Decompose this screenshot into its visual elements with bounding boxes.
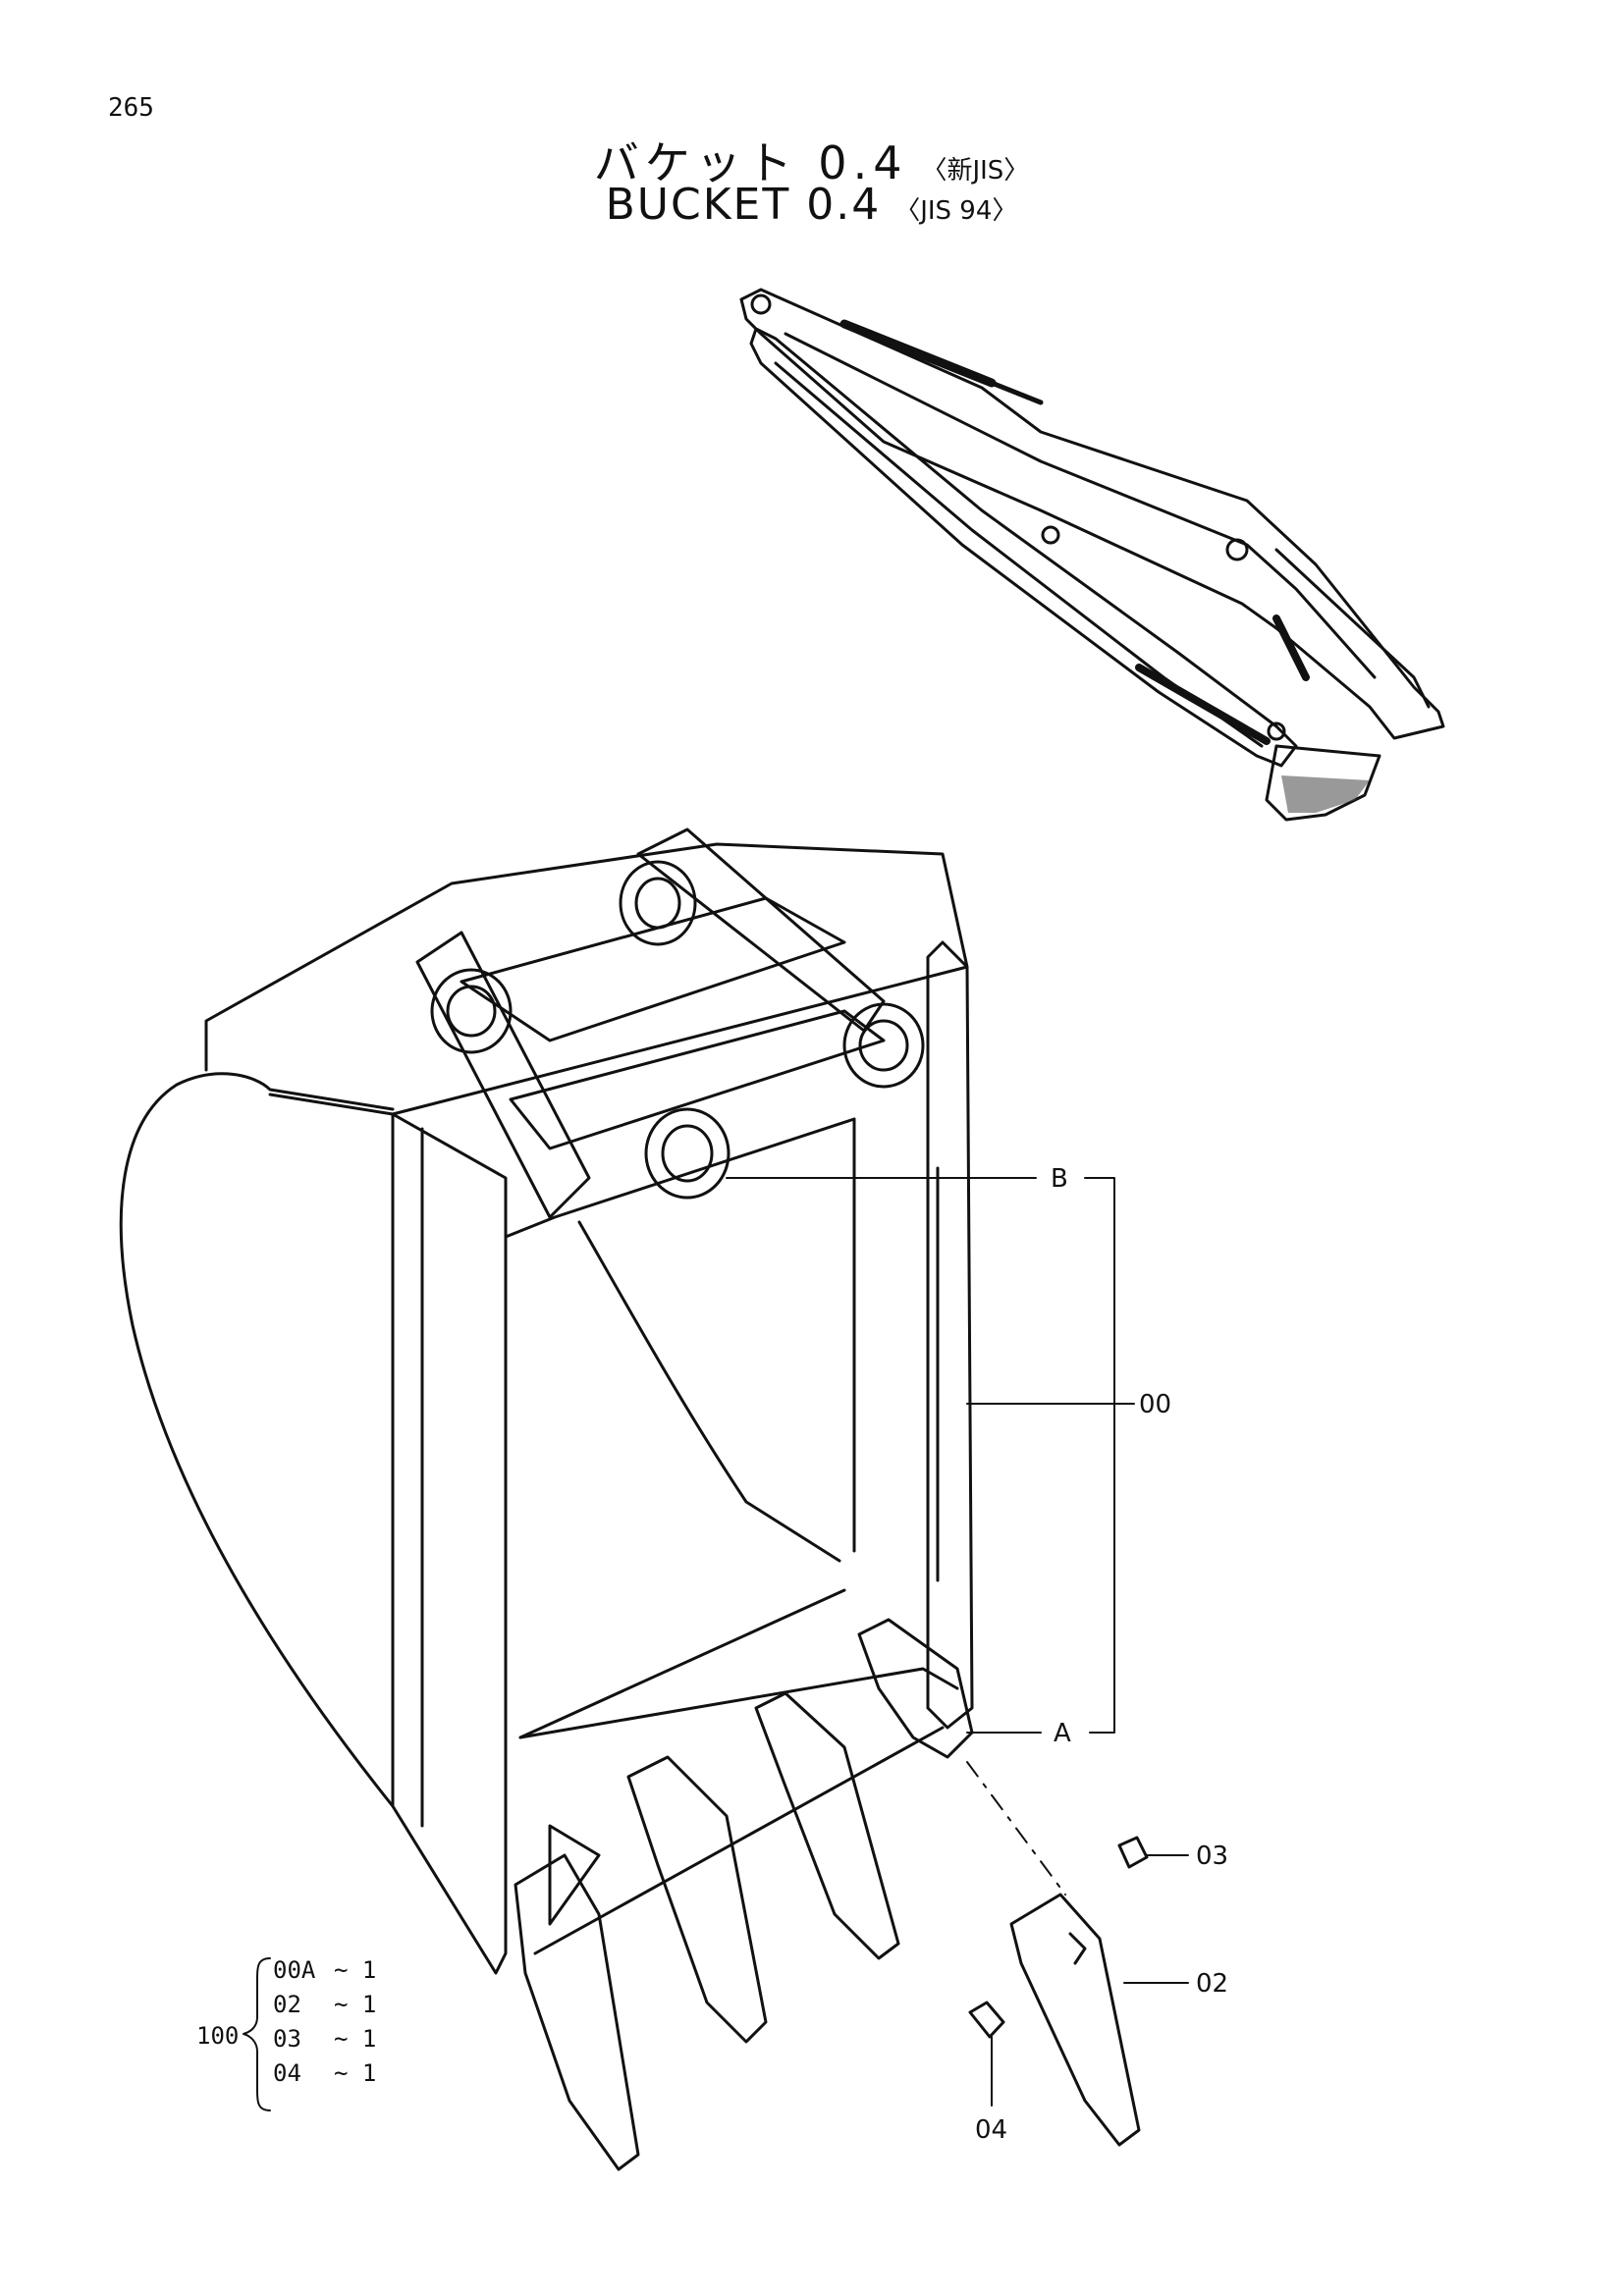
bracket-plate-left <box>415 931 591 1219</box>
boom-inner-line-2 <box>1274 548 1431 709</box>
bucket-drawing <box>119 828 974 2171</box>
center-line-dashed <box>966 1761 1066 1896</box>
bucket-cutting-edge-lower <box>533 1726 945 1955</box>
arm-inner-line <box>774 361 1264 748</box>
title-japanese-standard: 〈新JIS〉 <box>921 156 1030 186</box>
pin-boss <box>430 968 513 1054</box>
pin-boss <box>619 860 697 946</box>
boom-cylinder-rod <box>989 380 1044 405</box>
assembly-item-qty: ~ 1 <box>334 1991 376 2018</box>
tooth-point-slot <box>1068 1932 1087 1965</box>
boom-cylinder <box>839 319 997 388</box>
bucket-right-side-plate <box>926 940 974 1730</box>
assembly-item-part: 04 <box>273 2059 301 2087</box>
assembly-item-part: 03 <box>273 2025 301 2053</box>
bucket-top-rim <box>204 842 969 1116</box>
title-japanese: バケット 0.4 〈新JIS〉 <box>0 128 1623 192</box>
assembly-item-part: 00A <box>273 1956 316 1984</box>
title-english-main: BUCKET 0.4 <box>605 180 882 230</box>
pin-circle <box>1267 721 1286 741</box>
arm-cylinder <box>1272 614 1310 681</box>
assembly-item-qty: ~ 1 <box>334 2025 376 2053</box>
bucket-tooth <box>857 1618 974 1759</box>
pin-circle <box>1041 525 1060 545</box>
page-number: 265 <box>108 93 154 123</box>
tooth-point-part-02 <box>1009 1893 1141 2147</box>
pin-boss <box>842 1002 925 1089</box>
bucket-shell-back <box>119 1072 395 1808</box>
pin-boss <box>644 1107 730 1200</box>
boom-arm-overview <box>739 288 1445 822</box>
callout-label-03: 03 <box>1196 1842 1228 1871</box>
bucket-interior-curve <box>577 1220 841 1563</box>
pin-circle <box>1225 538 1249 561</box>
callout-label-00: 00 <box>1139 1390 1171 1419</box>
boom-inner-line <box>784 332 1377 679</box>
assembly-item-qty: ~ 1 <box>334 2059 376 2087</box>
exploded-tooth-parts <box>966 1761 1149 2147</box>
bucket-tooth <box>626 1755 768 2044</box>
bucket-tooth <box>754 1691 900 1960</box>
bucket-left-side-plate <box>391 1112 508 1975</box>
small-bucket-fill <box>1281 775 1370 813</box>
callout-label-a: A <box>1054 1719 1071 1748</box>
assembly-item-qty: ~ 1 <box>334 1956 376 1984</box>
bucket-interior-left-edge <box>504 1117 856 1239</box>
lock-pin-part-03 <box>1117 1836 1149 1869</box>
title-english-standard: 〈JIS 94〉 <box>894 196 1018 226</box>
bucket-cutting-edge <box>518 1667 959 1739</box>
title-japanese-main: バケット 0.4 <box>593 136 908 189</box>
callout-label-02: 02 <box>1196 1969 1228 1999</box>
small-bucket <box>1265 744 1381 822</box>
bucket-cylinder <box>1135 664 1271 745</box>
boom-outline <box>739 288 1445 740</box>
callout-label-b: B <box>1051 1164 1068 1194</box>
assembly-number: 100 <box>196 2022 239 2050</box>
assembly-brace <box>243 1957 271 2111</box>
bracket-plate-right <box>636 828 886 1033</box>
leader-line-b-right <box>1084 1177 1115 1734</box>
pin-circle <box>750 294 772 315</box>
assembly-item-part: 02 <box>273 1991 301 2018</box>
bracket-cross-beam-2 <box>509 1009 886 1150</box>
title-english: BUCKET 0.4 〈JIS 94〉 <box>0 180 1623 230</box>
bucket-floor-line <box>518 1588 846 1739</box>
arm-outline <box>749 327 1298 768</box>
leader-lines <box>243 1177 1189 2111</box>
bucket-tooth <box>514 1853 640 2171</box>
bucket-tooth-adapter <box>548 1824 601 1926</box>
callout-label-04: 04 <box>975 2115 1007 2145</box>
lock-washer-part-04 <box>968 2001 1005 2039</box>
